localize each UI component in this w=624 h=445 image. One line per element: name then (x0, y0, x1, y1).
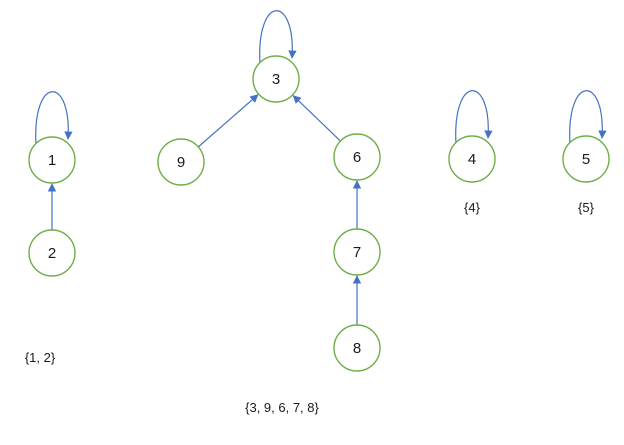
self-loops-layer (35, 10, 607, 146)
node-5: 5 (562, 135, 610, 183)
node-circle (333, 133, 381, 181)
edge-6-to-3 (292, 95, 341, 142)
node-9: 9 (157, 138, 205, 186)
set-label-4: {4} (464, 200, 481, 215)
node-circle (28, 229, 76, 277)
nodes-layer: 1 2 3 9 6 7 8 4 5 (28, 55, 610, 372)
node-circle (333, 228, 381, 276)
node-label: 7 (353, 244, 361, 261)
node-circle (157, 138, 205, 186)
node-label: 2 (48, 245, 56, 262)
set-labels-layer: {1, 2} {3, 9, 6, 7, 8} {4} {5} (25, 200, 595, 415)
node-4: 4 (448, 135, 496, 183)
node-label: 6 (353, 149, 361, 166)
node-label: 8 (353, 340, 361, 357)
node-2: 2 (28, 229, 76, 277)
node-circle (28, 136, 76, 184)
node-1: 1 (28, 136, 76, 184)
set-label-3-9-6-7-8: {3, 9, 6, 7, 8} (245, 400, 319, 415)
set-label-1-2: {1, 2} (25, 350, 56, 365)
node-8: 8 (333, 324, 381, 372)
edge-9-to-3 (197, 94, 259, 148)
node-label: 4 (468, 151, 476, 168)
node-label: 5 (582, 151, 590, 168)
node-3: 3 (252, 55, 300, 103)
node-circle (562, 135, 610, 183)
node-circle (448, 135, 496, 183)
set-label-5: {5} (578, 200, 595, 215)
self-loop-5 (569, 90, 607, 145)
node-circle (333, 324, 381, 372)
self-loop-4 (455, 90, 493, 145)
node-label: 1 (48, 152, 56, 169)
node-label: 9 (177, 154, 185, 171)
self-loop-3 (259, 10, 297, 65)
node-label: 3 (272, 71, 280, 88)
node-circle (252, 55, 300, 103)
node-6: 6 (333, 133, 381, 181)
self-loop-1 (35, 91, 73, 146)
node-7: 7 (333, 228, 381, 276)
edges-layer (47, 94, 362, 325)
